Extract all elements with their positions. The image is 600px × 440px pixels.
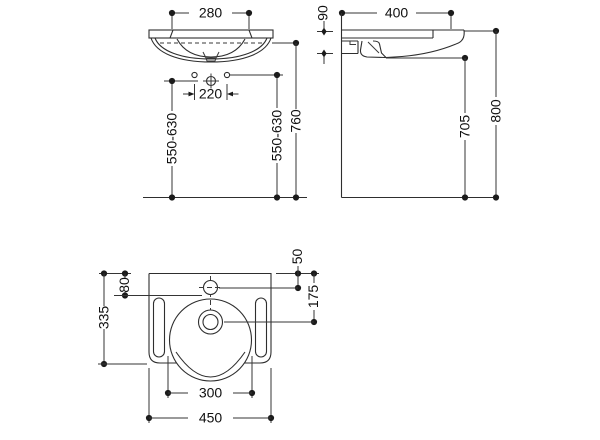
plan-dim-335: 335 (96, 273, 147, 368)
dim-label-80: 80 (116, 277, 132, 293)
side-view: 400 90 (315, 5, 504, 201)
side-dim-400: 400 (338, 5, 455, 29)
center-cross-icon (203, 73, 219, 89)
front-mounting-marks (164, 71, 283, 89)
dim-label-335: 335 (96, 306, 112, 330)
side-dim-800: 800 (464, 27, 504, 198)
bowl-circle (168, 298, 253, 382)
armrest-slot-left (152, 297, 166, 358)
side-dim-90: 90 (315, 5, 333, 64)
plan-dim-50: 50 (219, 249, 305, 292)
front-dim-280: 280 (168, 5, 253, 29)
basin-plan-outline (148, 272, 272, 364)
dim-label-300: 300 (199, 385, 223, 401)
dim-label-400: 400 (385, 5, 409, 21)
dim-label-450: 450 (199, 410, 223, 426)
bowl-front-edge (175, 351, 246, 378)
basin-side-profile (341, 29, 465, 59)
basin-front-rim (148, 29, 274, 39)
front-dim-760: 760 (272, 39, 304, 198)
side-ground-line (341, 194, 500, 201)
side-dim-705: 705 (386, 54, 473, 198)
dim-label-280: 280 (199, 5, 223, 21)
dim-label-800: 800 (488, 99, 504, 123)
plan-view: 335 80 50 175 (96, 249, 322, 426)
dim-label-760: 760 (288, 109, 304, 133)
front-dim-550-630-right: 550-630 (269, 78, 285, 198)
plan-dim-300: 300 (164, 356, 256, 401)
front-dim-220: 220 (183, 84, 239, 102)
front-ground-line (143, 194, 307, 201)
front-view: 280 (143, 5, 307, 201)
dim-label-50: 50 (289, 249, 305, 265)
mount-hole-left (191, 71, 198, 79)
faucet-hole (199, 279, 222, 296)
dim-label-90: 90 (315, 5, 331, 21)
front-dim-550-630-left: 550-630 (164, 84, 180, 198)
drain-hole (197, 309, 224, 335)
mount-hole-right (223, 71, 231, 79)
dim-label-220: 220 (199, 86, 223, 102)
dim-label-175: 175 (305, 285, 321, 309)
armrest-slot-right (254, 297, 268, 358)
basin-front-bowl (150, 37, 272, 63)
dim-label-705: 705 (457, 115, 473, 139)
plan-dim-175: 175 (224, 273, 321, 326)
plan-dim-80: 80 (114, 273, 202, 299)
dim-label-550-630-right: 550-630 (269, 110, 285, 162)
plan-dim-450: 450 (145, 368, 275, 426)
dim-label-550-630-left: 550-630 (164, 113, 180, 165)
